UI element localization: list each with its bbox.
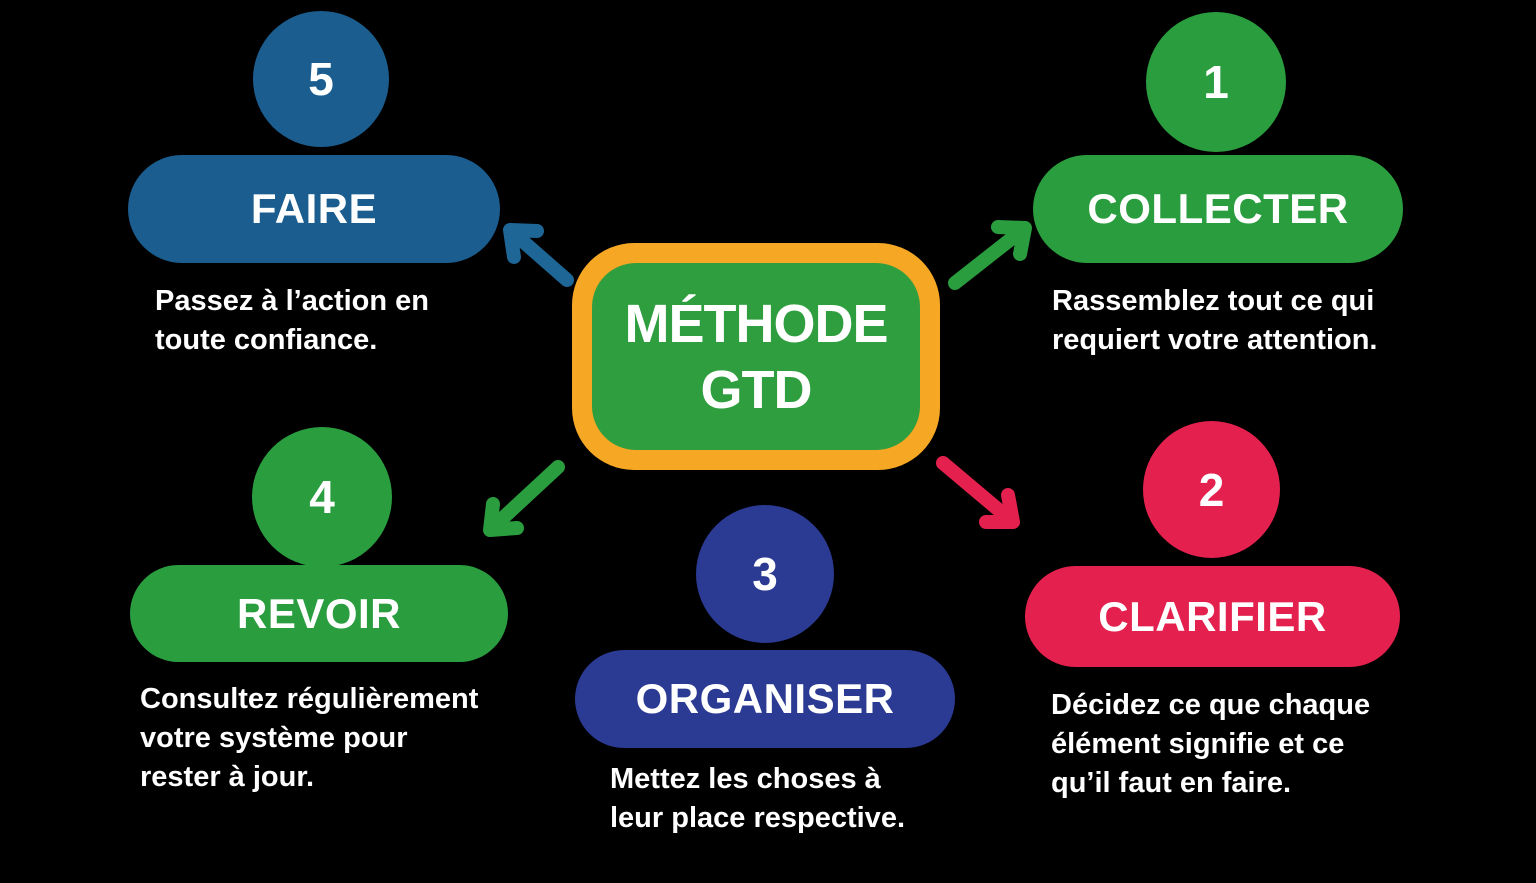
step-3-description: Mettez les choses à leur place respectiv… [610,763,905,834]
step-3-pill: ORGANISER [575,650,955,748]
arrow-to-collecter-icon [948,220,1032,290]
center-badge-title-line2: GTD [700,359,813,420]
arrow-to-faire-icon [503,223,574,287]
step-4-description: Consultez régulièrement votre système po… [140,683,479,793]
center-badge: MÉTHODE GTD [572,243,940,470]
step-2-label: CLARIFIER [1098,592,1327,640]
arrow-to-revoir-icon [483,460,565,537]
step-5-description: Passez à l’action en toute confiance. [155,285,430,356]
step-2-number-circle: 2 [1143,421,1280,558]
step-4-number: 4 [309,471,335,523]
step-4-number-circle: 4 [252,427,392,567]
step-1-number: 1 [1203,56,1229,108]
step-5-pill: FAIRE [128,155,500,263]
step-4-pill: REVOIR [130,565,508,662]
step-3-number-circle: 3 [696,505,834,643]
step-1-number-circle: 1 [1146,12,1286,152]
step-5-number: 5 [308,53,334,105]
step-2-pill: CLARIFIER [1025,566,1400,667]
center-badge-inner: MÉTHODE GTD [592,263,920,450]
step-1-pill: COLLECTER [1033,155,1403,263]
step-3-label: ORGANISER [635,675,895,722]
step-2-number: 2 [1198,463,1225,516]
arrow-to-clarifier-icon [936,456,1020,529]
step-1-description: Rassemblez tout ce qui requiert votre at… [1052,285,1378,356]
step-4-label: REVOIR [236,589,402,637]
step-1-label: COLLECTER [1087,185,1349,232]
step-5-label: FAIRE [250,185,378,232]
step-5-number-circle: 5 [253,11,389,147]
step-2-description: Décidez ce que chaque élément signifie e… [1051,689,1371,799]
step-3-number: 3 [752,548,778,600]
center-badge-title-line1: MÉTHODE [624,293,889,354]
